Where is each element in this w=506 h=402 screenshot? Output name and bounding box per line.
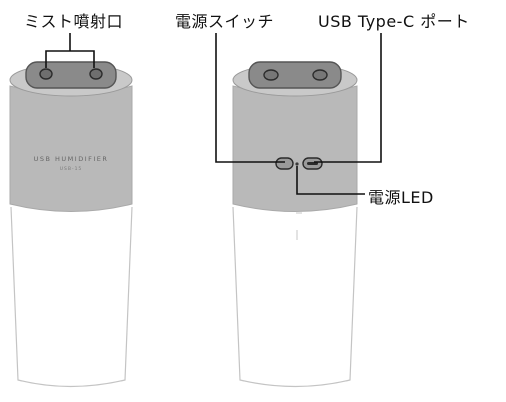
back-mist-cap <box>248 61 342 89</box>
front-product-name: USB HUMIDIFIER <box>34 155 109 163</box>
mist-outlet-label: ミスト噴射口 <box>24 12 124 31</box>
power-led-leader <box>296 166 365 195</box>
front-gray-band <box>9 85 133 212</box>
front-mist-hole-left <box>39 68 53 80</box>
usb-port-leader <box>314 33 382 163</box>
front-lower-body <box>10 206 133 388</box>
power-led-label: 電源LED <box>368 188 434 207</box>
back-mist-hole-right <box>312 69 328 81</box>
back-lower-body <box>232 206 358 388</box>
back-gray-band <box>232 85 358 212</box>
back-leaders <box>215 33 382 195</box>
back-humidifier <box>232 61 358 388</box>
front-mist-cap <box>25 61 117 89</box>
front-mist-hole-right <box>89 68 103 80</box>
power-led <box>295 162 299 166</box>
power-switch <box>275 157 294 170</box>
front-model-name: USB-15 <box>60 166 83 172</box>
usb-port-label: USB Type-C ポート <box>318 12 470 31</box>
back-mist-hole-left <box>263 69 279 81</box>
front-humidifier: USB HUMIDIFIER USB-15 <box>9 61 133 388</box>
power-switch-leader <box>215 33 285 163</box>
mist-outlet-leader <box>45 33 95 68</box>
power-switch-label: 電源スイッチ <box>175 12 275 31</box>
